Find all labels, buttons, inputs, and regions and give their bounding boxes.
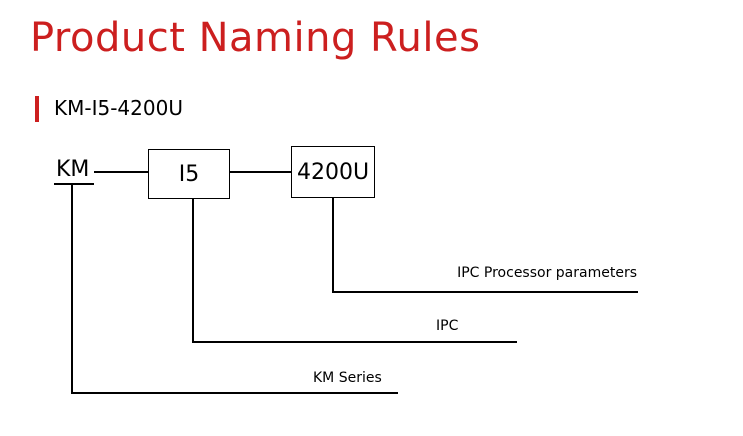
leader-processor-vertical	[332, 198, 334, 292]
leader-processor-horizontal	[332, 291, 638, 293]
legend-ipc: IPC	[436, 318, 459, 334]
processor-code: 4200U	[296, 159, 370, 185]
page-title: Product Naming Rules	[30, 15, 481, 61]
legend-series: KM Series	[313, 370, 382, 386]
leader-series-vertical	[71, 184, 73, 393]
series-underline	[54, 183, 94, 185]
legend-processor: IPC Processor parameters	[457, 265, 637, 281]
leader-ipc-horizontal	[192, 341, 517, 343]
processor-code-box: 4200U	[291, 146, 375, 198]
leader-series-horizontal	[71, 392, 398, 394]
model-heading: KM-I5-4200U	[54, 96, 183, 120]
series-code: KM	[56, 157, 90, 182]
connector-km-i5	[94, 171, 148, 173]
leader-ipc-vertical	[192, 199, 194, 342]
connector-i5-4200u	[230, 171, 291, 173]
cpu-code-box: I5	[148, 149, 230, 199]
cpu-code: I5	[178, 161, 200, 187]
accent-bar	[35, 96, 39, 122]
